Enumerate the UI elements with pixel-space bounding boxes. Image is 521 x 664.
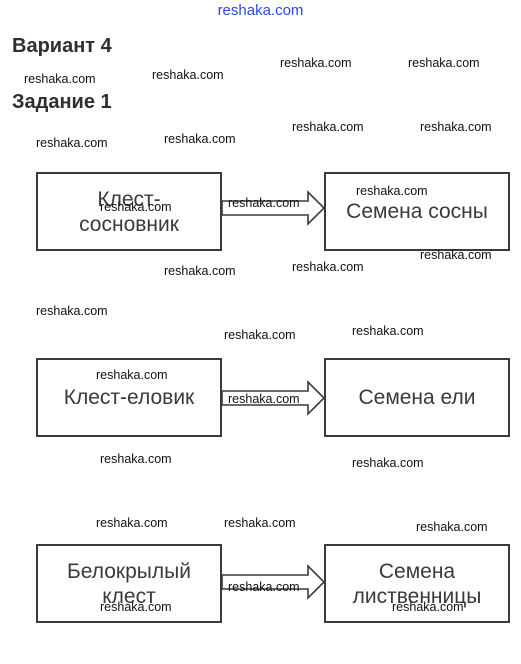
watermark: reshaka.com (392, 600, 464, 614)
arrow-icon (222, 564, 326, 600)
watermark: reshaka.com (292, 120, 364, 134)
node-label: Клест- сосновник (79, 187, 179, 236)
watermark: reshaka.com (280, 56, 352, 70)
site-header[interactable]: reshaka.com (217, 2, 304, 19)
watermark: reshaka.com (224, 516, 296, 530)
node-label: Семена ели (358, 386, 476, 409)
watermark: reshaka.com (224, 328, 296, 342)
food-chain-node-seeds-3: Семена лиственницы (324, 544, 510, 623)
watermark: reshaka.com (356, 184, 428, 198)
watermark: reshaka.com (36, 136, 108, 150)
watermark: reshaka.com (352, 456, 424, 470)
watermark: reshaka.com (164, 132, 236, 146)
watermark: reshaka.com (228, 196, 300, 210)
watermark: reshaka.com (420, 120, 492, 134)
watermark: reshaka.com (96, 516, 168, 530)
node-label: Семена сосны (346, 200, 488, 223)
watermark: reshaka.com (24, 72, 96, 86)
food-chain-node-seeds-1: Семена сосны (324, 172, 510, 251)
node-label: Семена лиственницы (352, 559, 482, 608)
watermark: reshaka.com (352, 324, 424, 338)
watermark: reshaka.com (408, 56, 480, 70)
node-label: Клест-еловик (63, 386, 195, 409)
watermark: reshaka.com (292, 260, 364, 274)
watermark: reshaka.com (420, 248, 492, 262)
watermark: reshaka.com (228, 392, 300, 406)
watermark: reshaka.com (416, 520, 488, 534)
watermark: reshaka.com (36, 304, 108, 318)
watermark: reshaka.com (100, 600, 172, 614)
watermark: reshaka.com (152, 68, 224, 82)
food-chain-node-bird-2: Клест-еловик (36, 358, 222, 437)
food-chain-node-bird-1: Клест- сосновник (36, 172, 222, 251)
watermark: reshaka.com (100, 452, 172, 466)
arrow-icon (222, 190, 326, 226)
food-chain-node-bird-3: Белокрылый клест (36, 544, 222, 623)
food-chain-node-seeds-2: Семена ели (324, 358, 510, 437)
watermark: reshaka.com (96, 368, 168, 382)
variant-title: Вариант 4 (12, 35, 112, 57)
watermark: reshaka.com (164, 264, 236, 278)
task-title: Задание 1 (12, 91, 112, 113)
node-label: Белокрылый клест (67, 559, 191, 608)
watermark: reshaka.com (228, 580, 300, 594)
watermark: reshaka.com (100, 200, 172, 214)
arrow-icon (222, 380, 326, 416)
